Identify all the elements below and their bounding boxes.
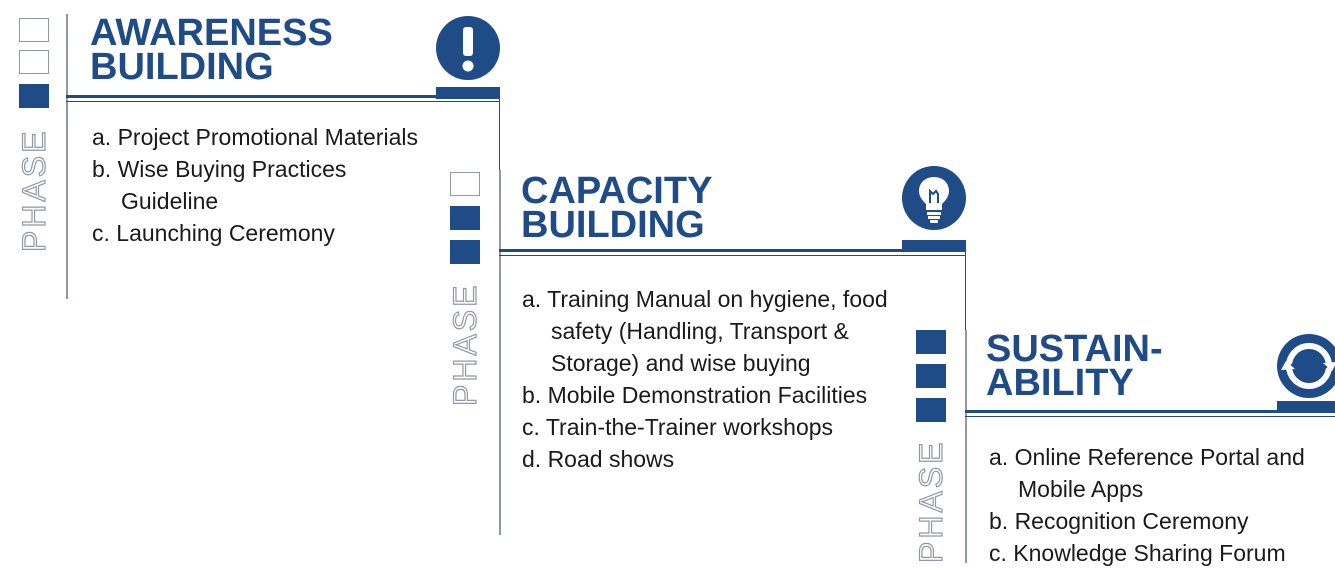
phase-1-title-line-1: AWARENESS (90, 12, 333, 54)
phase-1-item: b. Wise Buying Practices Guideline (92, 156, 347, 214)
phase-1-title-line-2: BUILDING (90, 46, 274, 88)
phase-3-indicator-filled-middle (916, 364, 946, 388)
phase-3-item: b. Recognition Ceremony (989, 508, 1249, 534)
phase-2-title-line-2: BUILDING (521, 204, 705, 246)
phase-1-indicator-empty-middle (19, 50, 49, 74)
lightbulb-icon (902, 166, 966, 230)
phase-2-item: c. Train-the-Trainer workshops (522, 414, 834, 440)
phase-3-title-rule (965, 410, 1335, 413)
phase-3-item-list: a. Online Reference Portal and Mobile Ap… (989, 441, 1335, 569)
phase-2-title: CAPACITY BUILDING (521, 170, 713, 246)
phase-1-indicator-filled (19, 84, 49, 108)
phase-3-item: c. Knowledge Sharing Forum (989, 540, 1286, 566)
phase-2-indicator-filled-middle (450, 206, 480, 230)
phase-1-item: c. Launching Ceremony (92, 220, 335, 246)
phase-3-item: a. Online Reference Portal and Mobile Ap… (989, 444, 1305, 502)
phase-3-indicator-filled-top (916, 330, 946, 354)
phase-2-title-rule-thin (499, 255, 966, 256)
phase-1-item: a. Project Promotional Materials (92, 124, 418, 150)
phase-3-indicator-filled-bottom (916, 398, 946, 422)
phase-3-title-line-2: ABILITY (986, 362, 1134, 404)
phase-2-item: a. Training Manual on hygiene, food safe… (522, 286, 888, 376)
phase-1-item-list: a. Project Promotional Materials b. Wise… (92, 121, 422, 249)
phase-2-divider (499, 170, 501, 535)
exclamation-icon (436, 16, 500, 80)
phase-1-title: AWARENESS BUILDING (90, 12, 333, 88)
phase-1-right-edge (499, 95, 500, 185)
phase-2-label: PHASE (446, 282, 483, 407)
phase-2-title-rule (499, 249, 966, 252)
phase-2-indicator-filled-bottom (450, 240, 480, 264)
phase-2-item: d. Road shows (522, 446, 675, 472)
phase-1-title-rule-thin (66, 101, 500, 102)
phase-2-indicator-empty (450, 172, 480, 196)
phase-1-divider (66, 14, 68, 299)
phase-2-item: b. Mobile Demonstration Facilities (522, 382, 868, 408)
phase-3-divider (965, 330, 967, 563)
phase-3-title-rule-thin (965, 416, 1335, 417)
phase-1-indicator-empty-top (19, 18, 49, 42)
phase-2-item-list: a. Training Manual on hygiene, food safe… (522, 283, 897, 475)
phase-1-label: PHASE (15, 128, 52, 253)
phase-2-right-edge (965, 249, 966, 344)
phase-2-title-line-1: CAPACITY (521, 170, 713, 212)
phase-1-title-rule (66, 95, 500, 98)
cycle-icon (1277, 334, 1335, 398)
phase-3-title: SUSTAIN- ABILITY (986, 328, 1163, 404)
phase-3-title-line-1: SUSTAIN- (986, 328, 1163, 370)
phase-3-label: PHASE (912, 439, 949, 564)
